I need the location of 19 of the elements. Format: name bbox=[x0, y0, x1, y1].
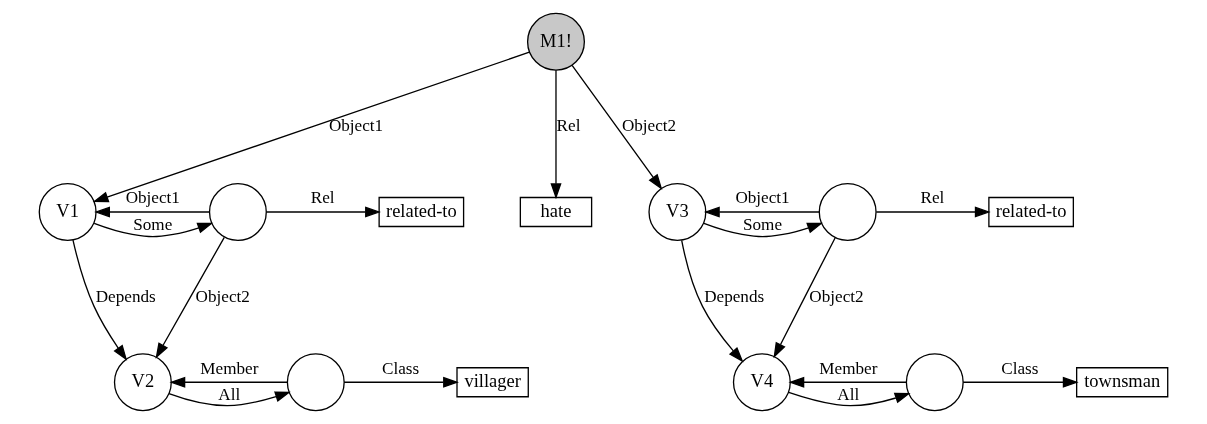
edge-label: Depends bbox=[95, 286, 156, 306]
edge-label: Object1 bbox=[125, 188, 180, 208]
edge-label: All bbox=[837, 384, 860, 404]
edge-label: Member bbox=[200, 358, 259, 378]
edge-label: Some bbox=[743, 214, 783, 234]
edge-label: Object1 bbox=[735, 188, 790, 208]
edge-label: Object1 bbox=[328, 116, 384, 136]
edge-label: Some bbox=[133, 214, 173, 234]
edge-label: Rel bbox=[920, 188, 945, 208]
edge-label: Rel bbox=[556, 116, 581, 136]
edge-label: Class bbox=[382, 358, 420, 378]
edge-label: Rel bbox=[310, 188, 335, 208]
edge-label: Member bbox=[819, 358, 878, 378]
edge-label: All bbox=[218, 384, 241, 404]
edge-label: Object2 bbox=[809, 286, 864, 306]
edge-label: Object2 bbox=[621, 116, 677, 136]
edge-label: Depends bbox=[704, 286, 765, 306]
edge-label: Class bbox=[1001, 358, 1039, 378]
edge-label: Object2 bbox=[195, 286, 250, 306]
